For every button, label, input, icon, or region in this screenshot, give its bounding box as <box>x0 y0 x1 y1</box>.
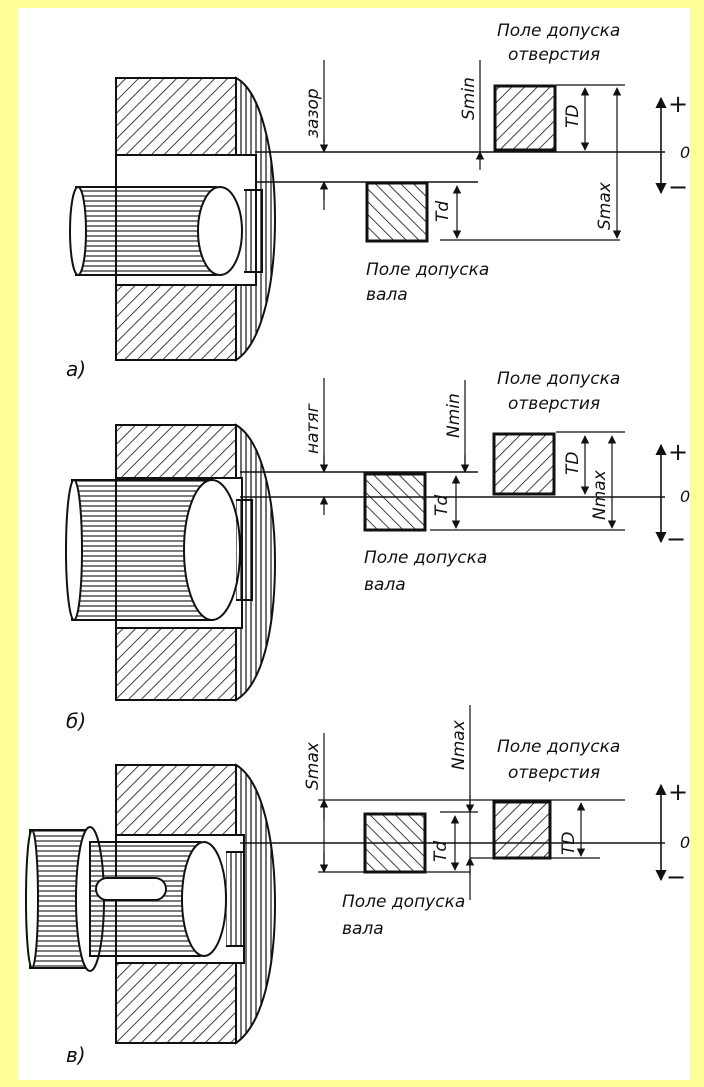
zero-label-a: 0 <box>680 143 690 162</box>
shaft-part-c <box>25 826 245 972</box>
shaft-part-b <box>65 479 253 621</box>
hole-tolerance-field-a <box>493 84 557 152</box>
shaft-part-a <box>69 186 263 276</box>
panel-a: зазор Smin Td TD Smax Поле допуска отвер… <box>66 21 690 381</box>
td-hole-label-a: TD <box>563 105 583 128</box>
zero-label-b: 0 <box>680 487 690 506</box>
shaft-field-label-2-b: вала <box>364 575 406 595</box>
keyway <box>95 877 167 901</box>
td-shaft-label-a: Td <box>433 201 453 222</box>
nmax-label-c: Nmax <box>449 719 469 770</box>
td-hole-label-c: TD <box>559 832 579 855</box>
hole-tolerance-field-c <box>492 800 552 860</box>
shaft-field-label-1-c: Поле допуска <box>342 892 465 912</box>
td-hole-label-b: TD <box>563 452 583 475</box>
shaft-tolerance-field-a <box>365 181 429 243</box>
shaft-tolerance-field-b <box>363 472 427 532</box>
hole-field-label-2-c: отверстия <box>508 763 600 783</box>
smax-label-a: Smax <box>595 181 615 230</box>
plus-sign-a: + <box>668 90 688 118</box>
minus-sign-b: − <box>666 525 686 553</box>
caption-b: б) <box>66 709 86 733</box>
caption-c: в) <box>66 1043 86 1067</box>
shaft-field-label-1-b: Поле допуска <box>364 548 487 568</box>
panel-b: натяг Nmin Td TD Nmax Поле допуска отвер… <box>65 369 690 733</box>
smin-label-a: Smin <box>459 77 479 120</box>
plus-sign-c: + <box>668 778 688 806</box>
panel-c: Smax Nmax Td TD Поле допуска отверстия П… <box>25 705 690 1067</box>
hole-field-label-2-a: отверстия <box>508 45 600 65</box>
hole-tolerance-field-b <box>492 432 556 496</box>
minus-sign-a: − <box>668 173 688 201</box>
zero-label-c: 0 <box>680 833 690 852</box>
hole-field-label-1-c: Поле допуска <box>497 737 620 757</box>
nmin-label-b: Nmin <box>444 393 464 438</box>
td-shaft-label-c: Td <box>431 841 451 862</box>
caption-a: а) <box>66 357 86 381</box>
td-shaft-label-b: Td <box>432 495 452 516</box>
plus-sign-b: + <box>668 438 688 466</box>
hole-field-label-2-b: отверстия <box>508 394 600 414</box>
hole-field-label-1-b: Поле допуска <box>497 369 620 389</box>
hole-field-label-1-a: Поле допуска <box>497 21 620 41</box>
shaft-field-label-2-a: вала <box>366 285 408 305</box>
shaft-field-label-1-a: Поле допуска <box>366 260 489 280</box>
interference-label-b: натяг <box>303 403 323 454</box>
gap-label-a: зазор <box>303 88 323 138</box>
shaft-field-label-2-c: вала <box>342 919 384 939</box>
shaft-tolerance-field-c <box>363 812 427 874</box>
minus-sign-c: − <box>666 863 686 891</box>
smax-label-c: Smax <box>303 741 323 790</box>
nmax-label-b: Nmax <box>590 469 610 520</box>
